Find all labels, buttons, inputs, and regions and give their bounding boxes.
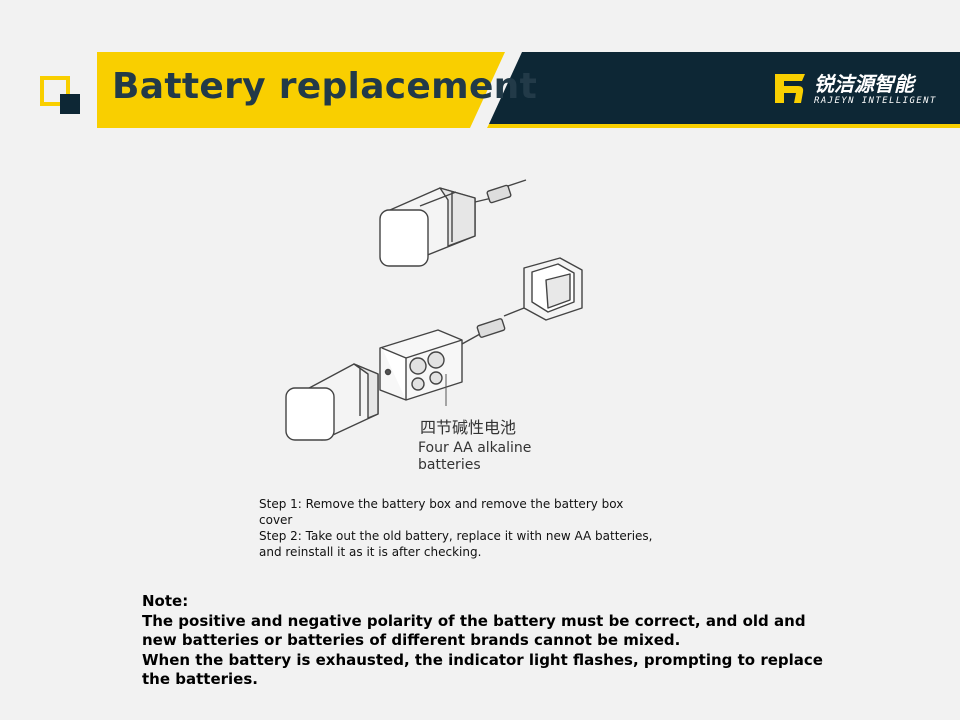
- battery-box-shell: [285, 363, 379, 441]
- note-line-1: The positive and negative polarity of th…: [142, 611, 806, 650]
- header-band: [97, 52, 960, 128]
- note-line-2: When the battery is exhausted, the indic…: [142, 650, 823, 689]
- corner-square-outline: [40, 76, 70, 106]
- page-title: Battery replacement: [112, 66, 538, 107]
- battery-holder: [379, 307, 525, 401]
- battery-label-en: Four AA alkaline batteries: [418, 440, 532, 473]
- brand-name-cn: 锐洁源智能: [814, 72, 914, 96]
- steps-block: Step 1: Remove the battery box and remov…: [259, 496, 659, 560]
- corner-square-icon: [40, 76, 80, 116]
- note-heading: Note:: [142, 592, 189, 610]
- battery-label-cn: 四节碱性电池: [420, 418, 517, 437]
- corner-square-fill: [60, 94, 80, 114]
- title-banner: [97, 52, 505, 128]
- brand-name-en: RAJEYN INTELLIGENT: [814, 96, 937, 106]
- step-1-text: Step 1: Remove the battery box and remov…: [259, 497, 624, 527]
- rajeyn-logo-icon: [775, 74, 805, 103]
- battery-box-cover: [523, 257, 583, 321]
- battery-box-illustration: [285, 179, 583, 441]
- brand-banner: [489, 52, 960, 124]
- brand-banner-stripe: [487, 124, 960, 128]
- note-block: Note: The positive and negative polarity…: [142, 592, 832, 690]
- assembled-battery-box: [379, 179, 527, 267]
- step-2-text: Step 2: Take out the old battery, replac…: [259, 529, 653, 559]
